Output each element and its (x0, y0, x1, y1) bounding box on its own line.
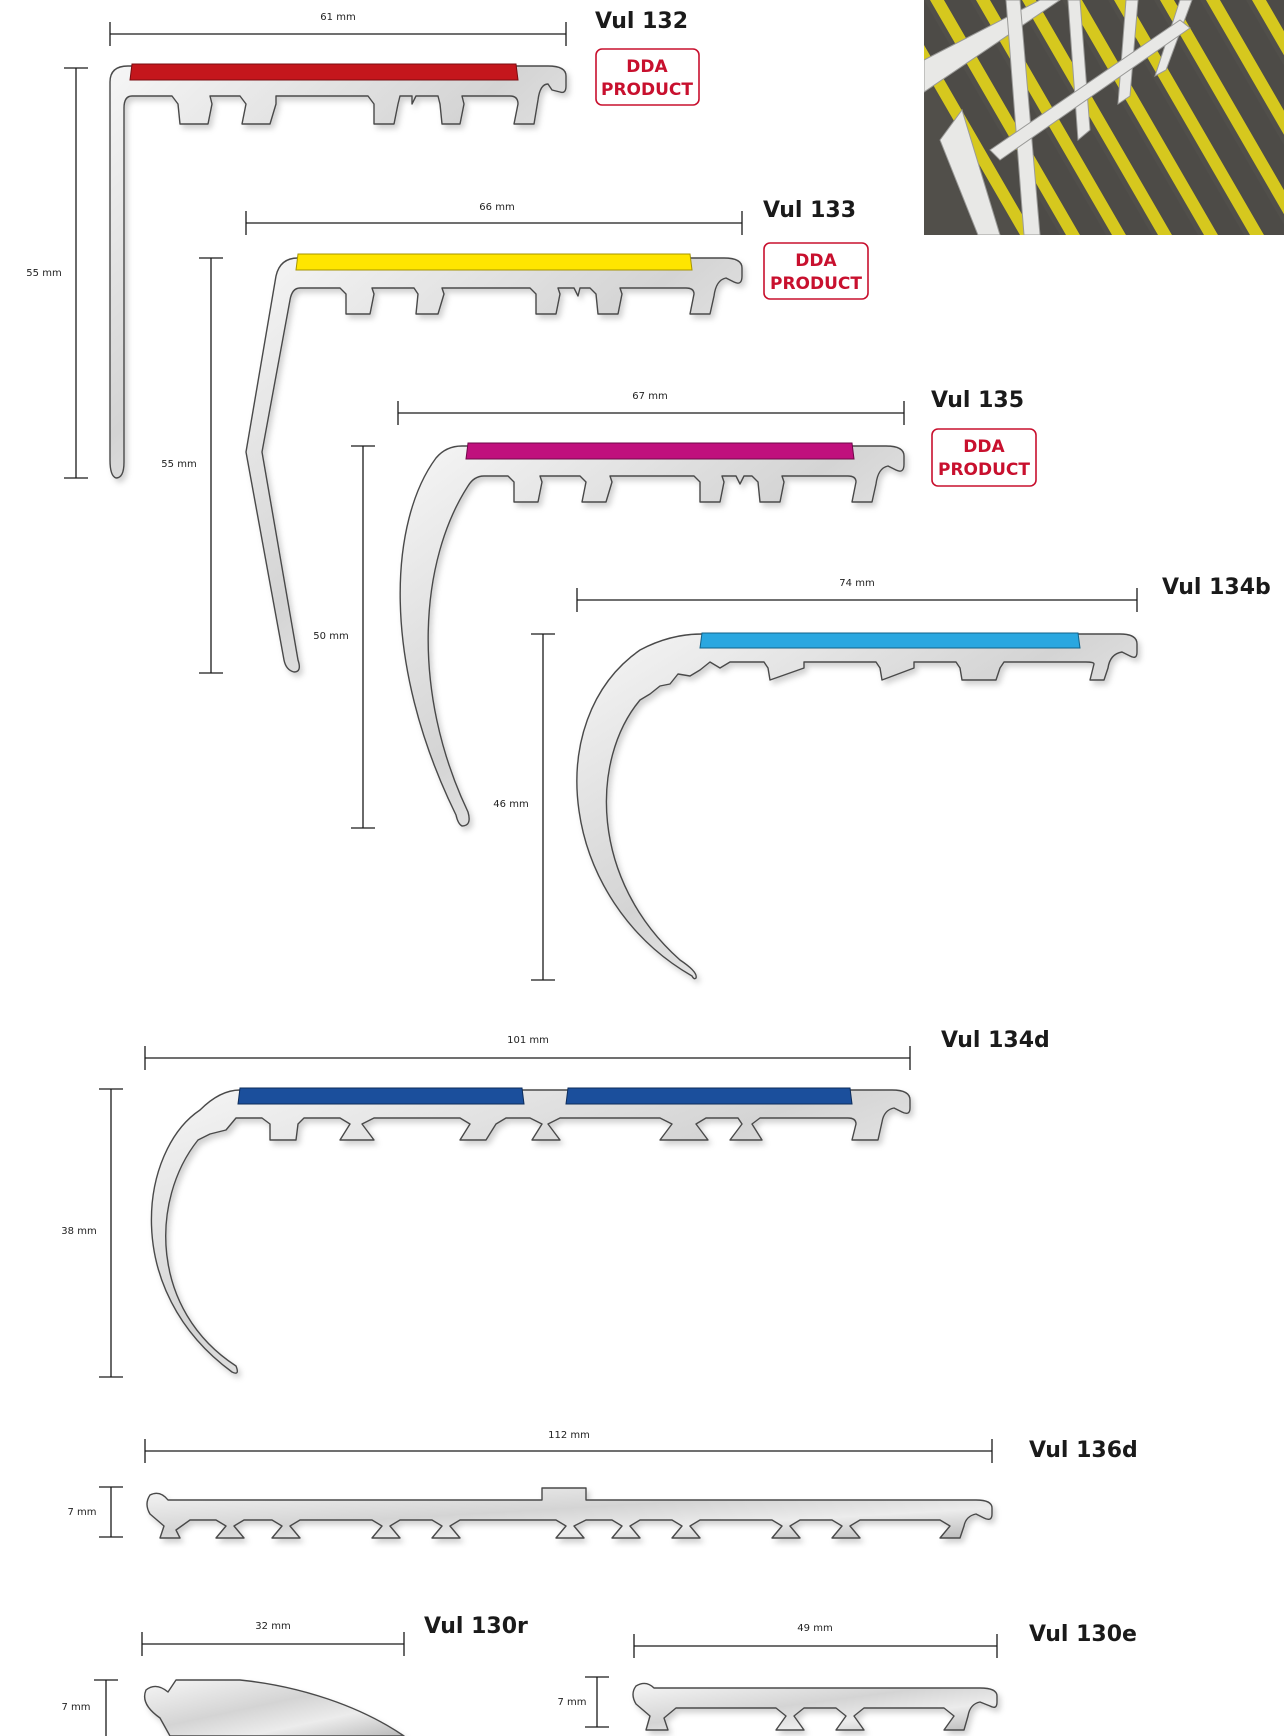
dda-badge: DDA PRODUCT (763, 242, 869, 300)
svg-text:DDA: DDA (626, 57, 668, 77)
profile-shape (109, 65, 567, 479)
product-title: Vul 130r (424, 1614, 528, 1639)
yellow-stripe (1252, 0, 1284, 56)
width-dimension: 61 mm (109, 12, 567, 46)
width-label: 61 mm (320, 12, 355, 23)
height-label: 46 mm (493, 799, 528, 810)
product-title: Vul 136d (1029, 1438, 1138, 1463)
stair-tread (1266, 0, 1284, 32)
width-label: 74 mm (839, 578, 874, 589)
product-vul134b: 74 mm 46 mm Vul 134b (493, 575, 1271, 981)
width-label: 112 mm (548, 1430, 590, 1441)
product-title: Vul 133 (763, 198, 856, 223)
stair-tread (1220, 0, 1284, 111)
grip-insert-right (565, 1087, 853, 1105)
grip-insert-left (237, 1087, 525, 1105)
product-vul134d: 101 mm 38 mm Vul 134d (61, 1028, 1050, 1378)
height-label: 7 mm (61, 1702, 90, 1713)
width-label: 32 mm (255, 1621, 290, 1632)
product-title: Vul 130e (1029, 1622, 1137, 1647)
product-title: Vul 135 (931, 388, 1024, 413)
svg-text:PRODUCT: PRODUCT (770, 274, 862, 294)
dda-badge: DDA PRODUCT (931, 428, 1037, 487)
height-dimension: 46 mm (493, 633, 555, 981)
product-title: Vul 134b (1162, 575, 1271, 600)
height-label: 38 mm (61, 1226, 96, 1237)
yellow-stripe (1114, 0, 1264, 235)
height-label: 7 mm (67, 1507, 96, 1518)
grip-insert (129, 63, 519, 81)
height-label: 50 mm (313, 631, 348, 642)
profile-shape (245, 257, 743, 673)
svg-text:PRODUCT: PRODUCT (938, 460, 1030, 480)
profile-shape (576, 633, 1138, 980)
svg-text:DDA: DDA (963, 437, 1005, 457)
height-dimension: 38 mm (61, 1088, 123, 1378)
height-dimension: 7 mm (557, 1676, 609, 1728)
handrail (924, 0, 1193, 235)
stair-nosing-photo (924, 0, 1284, 235)
svg-text:PRODUCT: PRODUCT (601, 80, 693, 100)
product-vul135: 67 mm 50 mm DDA PRODUCT Vul 135 (313, 388, 1037, 829)
grip-insert (465, 442, 855, 460)
yellow-stripe (1160, 0, 1284, 215)
stair-tread (990, 0, 1152, 235)
width-label: 49 mm (797, 1623, 832, 1634)
height-dimension: 55 mm (26, 67, 88, 479)
product-vul133: 66 mm 55 mm DDA PRODUCT Vul 133 (161, 198, 869, 674)
height-dimension: 7 mm (61, 1679, 118, 1736)
product-vul130e: 49 mm 7 mm Vul 130e (557, 1622, 1137, 1731)
product-vul130r: 32 mm 7 mm Vul 130r (61, 1614, 528, 1736)
width-label: 66 mm (479, 202, 514, 213)
width-label: 67 mm (632, 391, 667, 402)
width-label: 101 mm (507, 1035, 549, 1046)
height-label: 7 mm (557, 1697, 586, 1708)
width-dimension: 101 mm (144, 1035, 911, 1070)
product-title: Vul 134d (941, 1028, 1050, 1053)
height-dimension: 55 mm (161, 257, 223, 674)
height-dimension: 7 mm (67, 1486, 123, 1538)
grip-insert (295, 253, 693, 271)
yellow-stripe (1068, 0, 1218, 235)
product-title: Vul 132 (595, 9, 688, 34)
width-dimension: 74 mm (576, 578, 1138, 612)
dda-badge: DDA PRODUCT (595, 48, 700, 106)
height-label: 55 mm (161, 459, 196, 470)
grip-insert (699, 632, 1081, 649)
profile-shape (150, 1089, 911, 1374)
profile-shape (143, 1679, 405, 1736)
profile-shape (632, 1682, 998, 1731)
width-dimension: 32 mm (141, 1621, 405, 1656)
width-dimension: 49 mm (633, 1623, 998, 1658)
stair-tread (1174, 0, 1284, 191)
height-label: 55 mm (26, 268, 61, 279)
yellow-stripe (1022, 0, 1172, 235)
width-dimension: 112 mm (144, 1430, 993, 1463)
svg-text:DDA: DDA (795, 251, 837, 271)
height-dimension: 50 mm (313, 445, 375, 829)
profile-shape (146, 1487, 993, 1539)
width-dimension: 66 mm (245, 202, 743, 235)
profile-shape (399, 445, 905, 827)
width-dimension: 67 mm (397, 391, 905, 425)
product-vul132: 61 mm 55 mm DDA PRODUCT Vul 132 (26, 9, 700, 479)
product-vul136d: 112 mm 7 mm Vul 136d (67, 1430, 1138, 1539)
yellow-stripe (1206, 0, 1284, 135)
